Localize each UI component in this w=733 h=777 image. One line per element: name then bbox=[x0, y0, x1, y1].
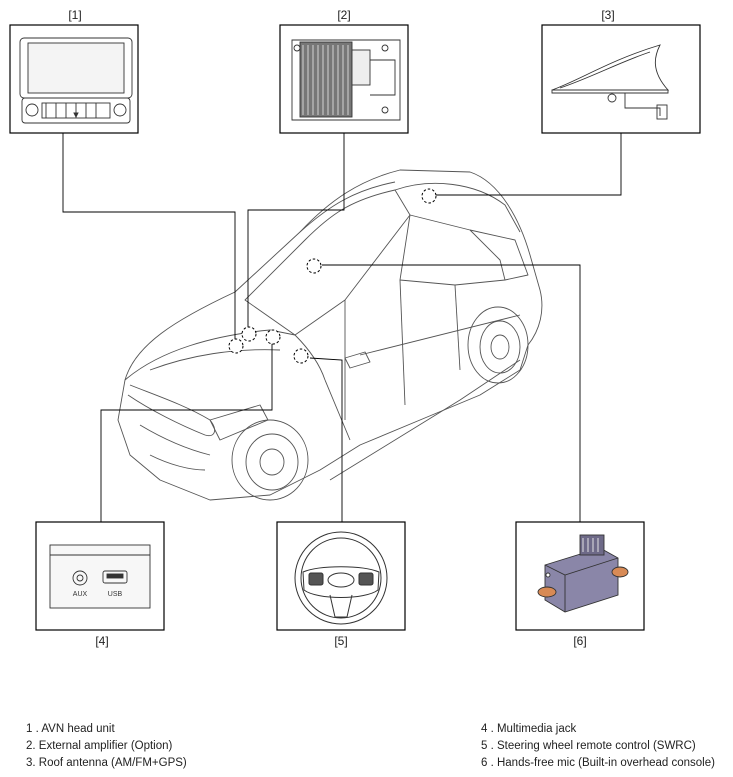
roof-antenna-box bbox=[541, 24, 701, 134]
callout-4: [4] bbox=[95, 634, 109, 648]
callout-5: [5] bbox=[334, 634, 348, 648]
legend-item-6: 6 . Hands-free mic (Built-in overhead co… bbox=[481, 757, 715, 769]
marker-mic bbox=[306, 258, 322, 274]
multimedia-jack-icon bbox=[49, 544, 151, 609]
external-amplifier-icon bbox=[291, 39, 401, 121]
hands-free-mic-icon bbox=[537, 534, 629, 613]
vehicle-drawing bbox=[117, 169, 543, 501]
multimedia-jack-box: AUX USB bbox=[35, 521, 165, 631]
hands-free-mic-box bbox=[515, 521, 645, 631]
legend-right: 4 . Multimedia jack 5 . Steering wheel r… bbox=[481, 721, 715, 772]
avn-head-unit-box bbox=[9, 24, 139, 134]
legend-item-4: 4 . Multimedia jack bbox=[481, 723, 577, 735]
legend-item-5: 5 . Steering wheel remote control (SWRC) bbox=[481, 740, 696, 752]
steering-wheel-box bbox=[276, 521, 406, 631]
legend-item-1: 1 . AVN head unit bbox=[26, 723, 115, 735]
legend-item-2: 2. External amplifier (Option) bbox=[26, 740, 173, 752]
marker-swrc bbox=[293, 348, 309, 364]
callout-6: [6] bbox=[573, 634, 587, 648]
marker-antenna bbox=[421, 188, 437, 204]
legend-item-3: 3. Roof antenna (AM/FM+GPS) bbox=[26, 757, 187, 769]
steering-wheel-icon bbox=[294, 531, 388, 625]
avn-head-unit-icon bbox=[19, 37, 133, 124]
marker-avn bbox=[228, 338, 244, 354]
marker-amplifier bbox=[241, 326, 257, 342]
jack-aux-label: AUX bbox=[73, 591, 88, 598]
callout-1: [1] bbox=[68, 8, 82, 22]
roof-antenna-icon bbox=[551, 44, 670, 120]
marker-jack bbox=[265, 329, 281, 345]
connection-lines bbox=[62, 133, 622, 522]
legend-left: 1 . AVN head unit 2. External amplifier … bbox=[26, 721, 187, 772]
jack-usb-label: USB bbox=[108, 591, 123, 598]
callout-3: [3] bbox=[601, 8, 615, 22]
callout-2: [2] bbox=[337, 8, 351, 22]
location-markers bbox=[228, 188, 437, 364]
external-amplifier-box bbox=[279, 24, 409, 134]
system-diagram: AUX USB bbox=[9, 24, 701, 631]
